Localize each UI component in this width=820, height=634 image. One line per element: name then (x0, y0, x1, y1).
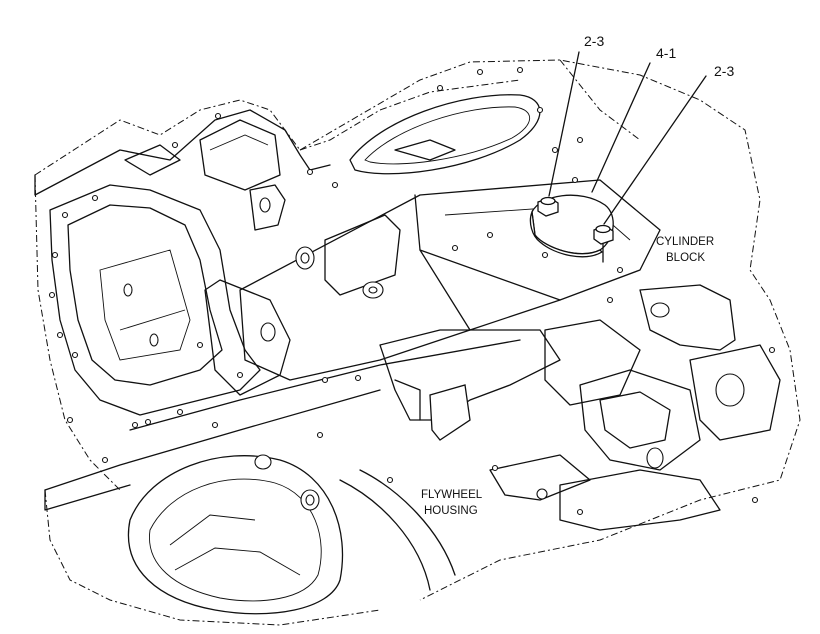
leader-2-3-left (548, 51, 580, 197)
flywheel-bore (127, 455, 344, 615)
callout-4-1: 4-1 (656, 45, 676, 61)
callout-2-3-right: 2-3 (714, 63, 734, 79)
callout-2-3-left: 2-3 (584, 33, 604, 49)
flywheel-housing-flange (49, 184, 261, 416)
flywheel-housing-label-line2: HOUSING (424, 505, 478, 517)
cylinder-block-label-line1: CYLINDER (656, 236, 714, 248)
flywheel-housing-outline (34, 99, 301, 176)
leader-4-1 (591, 62, 651, 193)
flywheel-housing-label-line1: FLYWHEEL (421, 489, 483, 501)
cylinder-block-outline (299, 59, 801, 601)
side-bracket (204, 279, 291, 396)
cylinder-block-label-line2: BLOCK (666, 252, 705, 264)
cover-bolt-left (537, 196, 559, 217)
cover-bolt-right (593, 224, 614, 263)
leader-2-3-right (603, 75, 707, 225)
gasket-ring (349, 94, 541, 175)
bolt-holes (48, 66, 776, 516)
